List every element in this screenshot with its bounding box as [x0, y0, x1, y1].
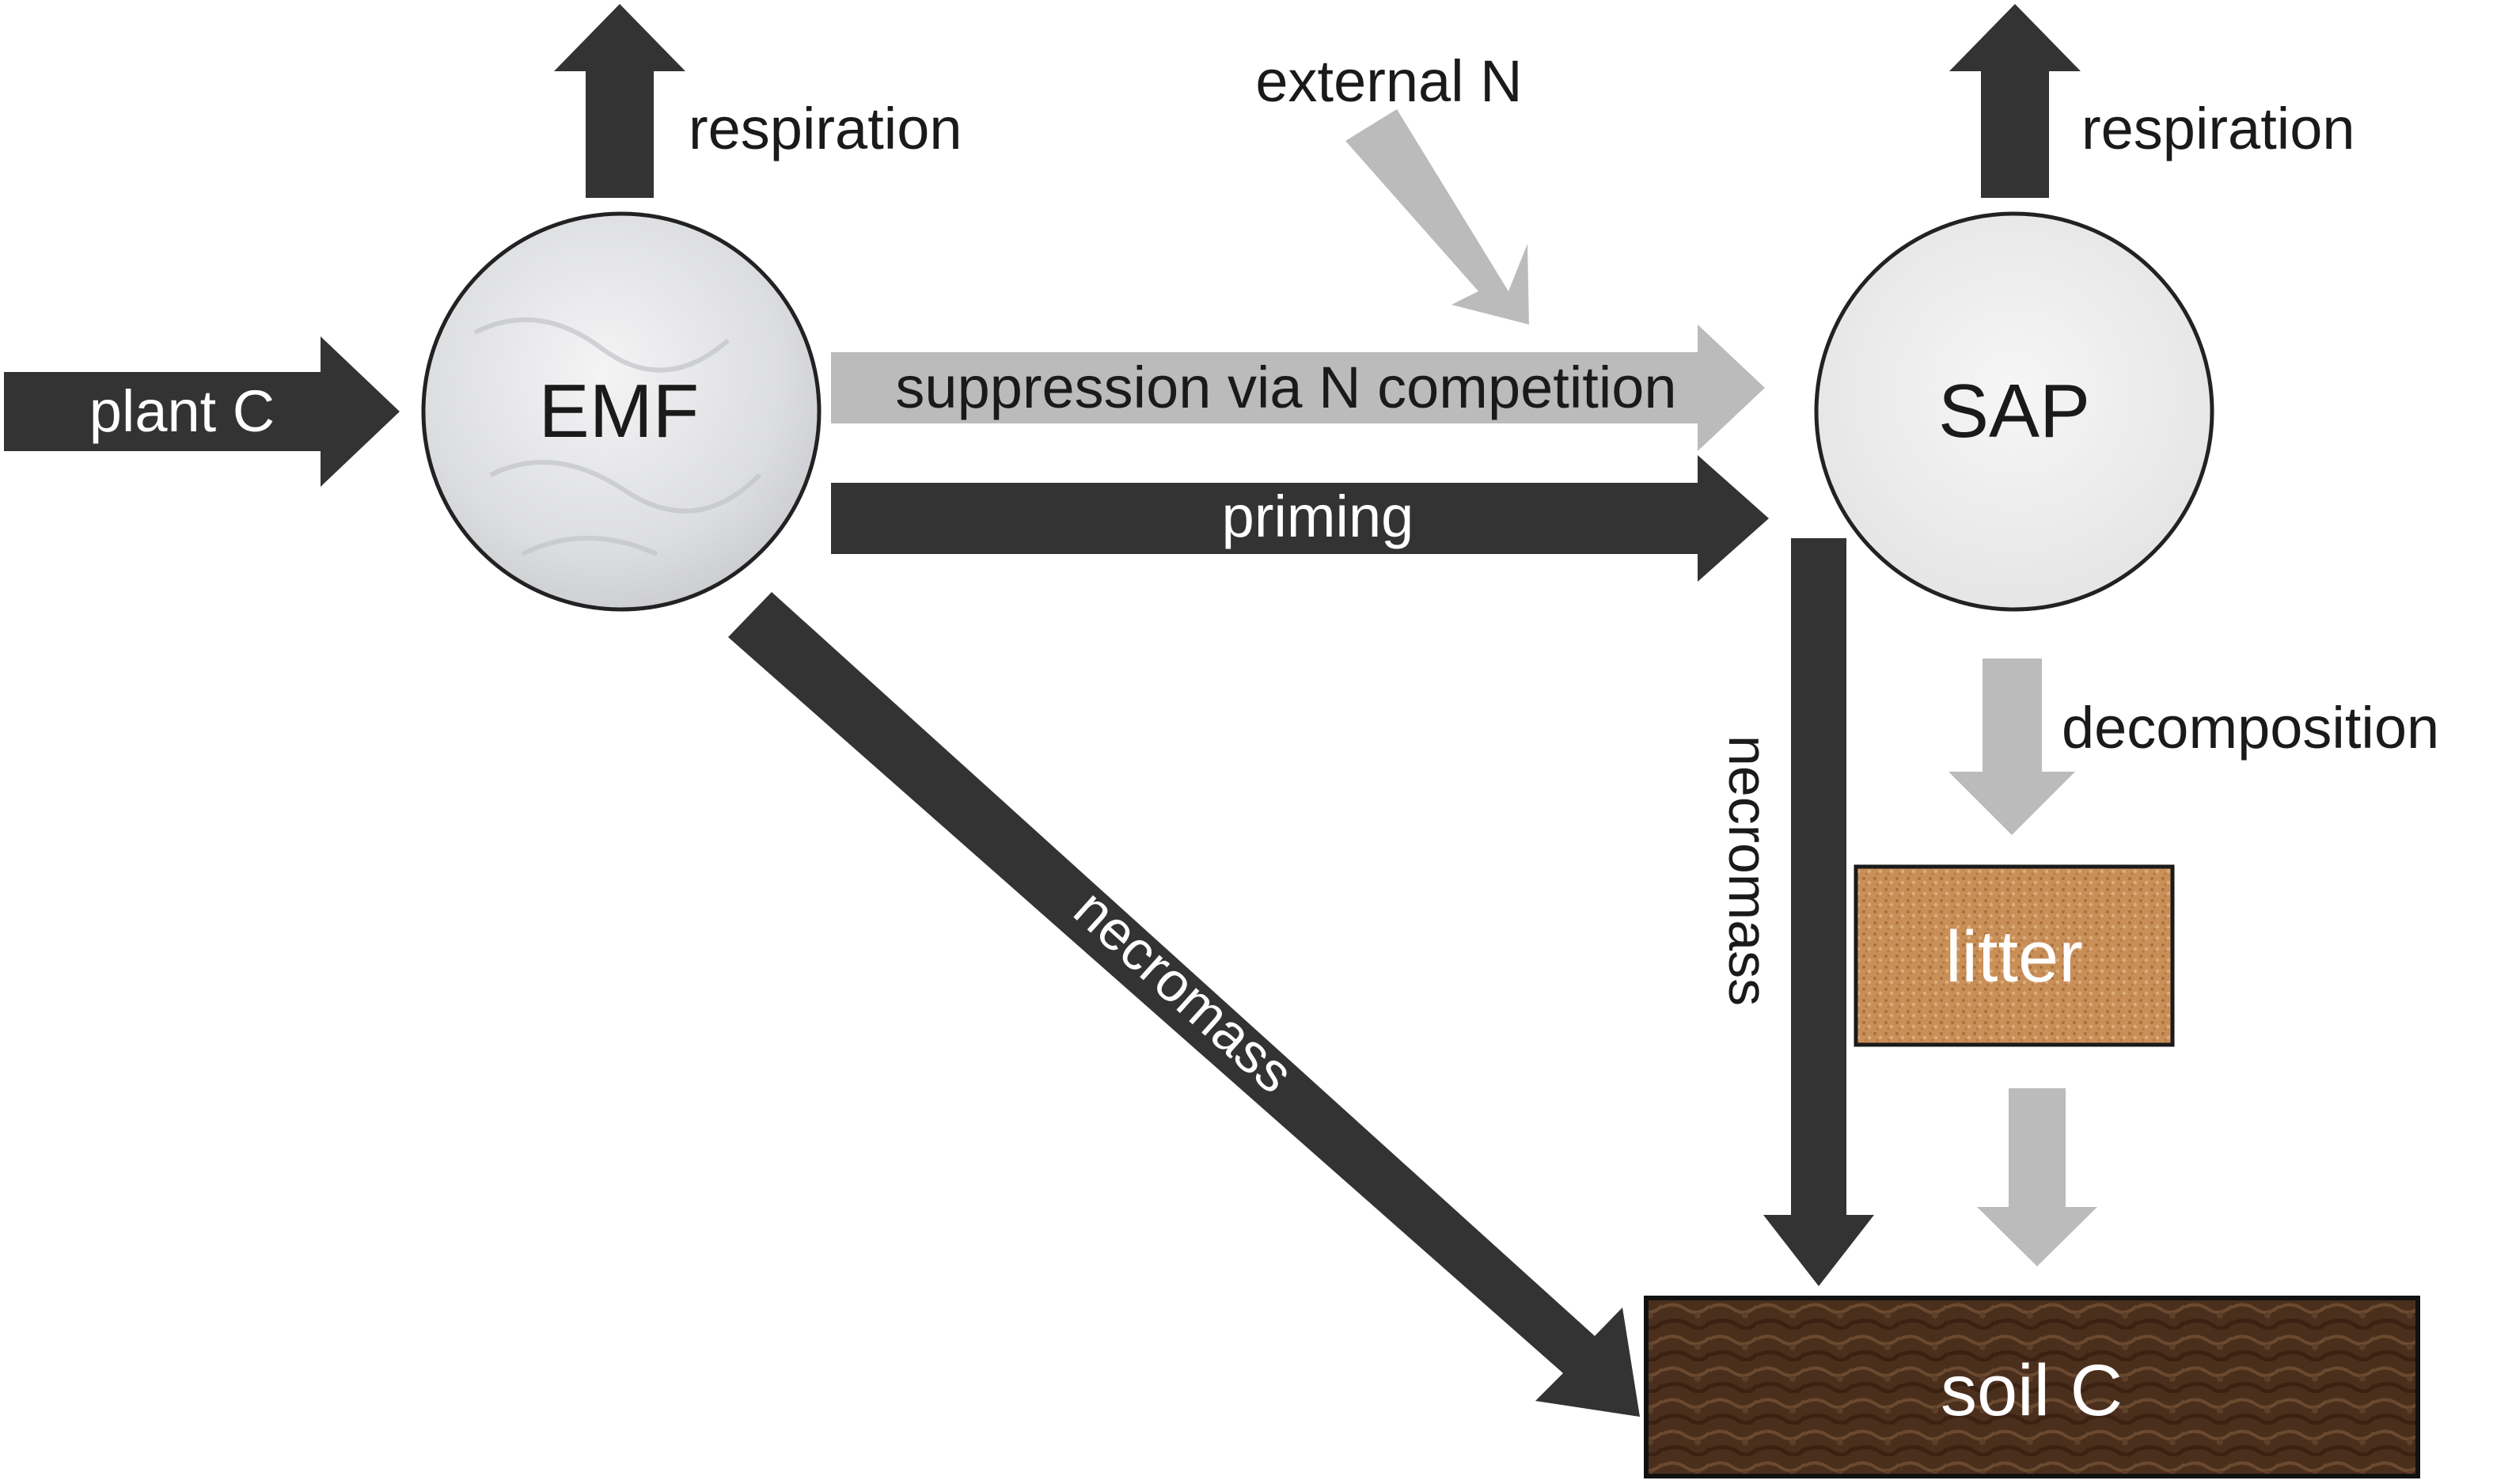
emf-necromass-arrow — [728, 592, 1640, 1417]
priming-arrow — [831, 455, 1769, 582]
sap-necromass-arrow — [1763, 538, 1874, 1286]
sap-necromass-label: necromass — [1717, 735, 1779, 1006]
litter-box — [1854, 864, 2175, 1047]
soil-c-box — [1644, 1296, 2420, 1478]
plant-c-arrow — [4, 336, 400, 487]
emf-texture — [473, 317, 762, 556]
decomposition-label: decomposition — [2062, 695, 2439, 761]
sap-node — [1814, 211, 2214, 612]
litter-to-soil-arrow — [1977, 1088, 2097, 1266]
decomposition-arrow — [1948, 659, 2075, 835]
suppression-label: suppression via N competition — [895, 355, 1676, 420]
external-n-arrow — [1345, 109, 1529, 325]
emf-necromass-label: necromass — [1063, 878, 1306, 1105]
sap-respiration-arrow — [1949, 4, 2081, 198]
sap-label: SAP — [1938, 369, 2090, 454]
soil-c-label: soil C — [1941, 1350, 2123, 1431]
litter-label: litter — [1945, 917, 2083, 997]
emf-label: EMF — [539, 369, 700, 454]
suppression-arrow — [831, 325, 1765, 451]
priming-label: priming — [1222, 484, 1414, 549]
sap-respiration-label: respiration — [2081, 96, 2355, 161]
emf-node — [421, 211, 822, 612]
external-n-label: external N — [1255, 48, 1522, 114]
plant-c-label: plant C — [89, 378, 275, 444]
emf-respiration-arrow — [554, 4, 685, 198]
emf-respiration-label: respiration — [689, 96, 962, 161]
